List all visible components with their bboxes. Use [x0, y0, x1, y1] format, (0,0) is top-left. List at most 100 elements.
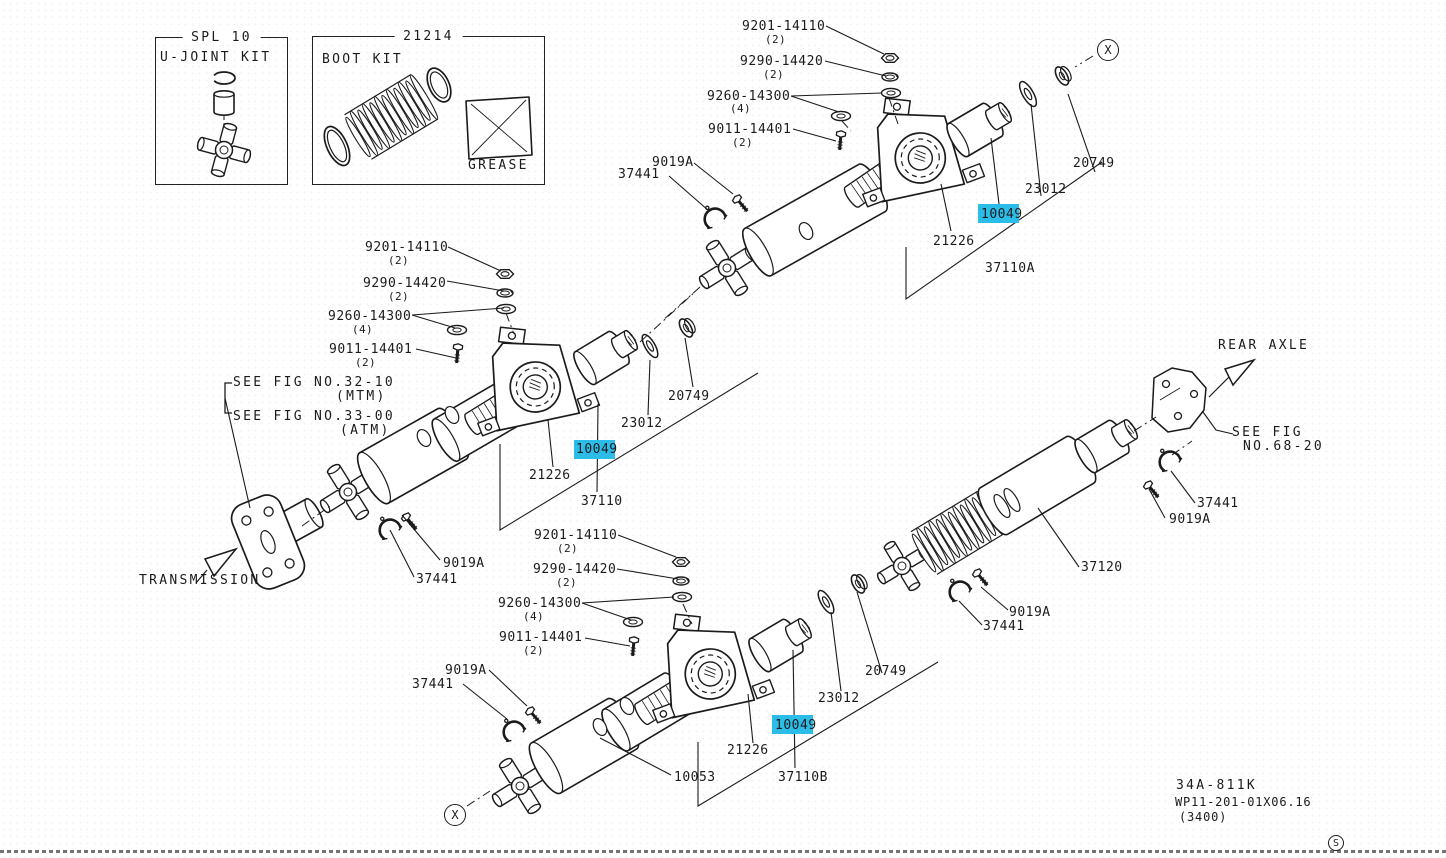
- label-see_fig_32_10-23: SEE FIG NO.32-10: [233, 375, 396, 390]
- label-nut_9201-15: 9201-14110: [365, 240, 449, 255]
- strap-clamp: [378, 516, 403, 541]
- label-washer_9290-37: 9290-14420: [533, 562, 617, 577]
- label-transmission-34: TRANSMISSION: [139, 573, 261, 588]
- label-qty_2-22: (2): [355, 356, 377, 369]
- ujoint-kit-art: [196, 71, 252, 178]
- rear-axle-art: [1151, 367, 1207, 433]
- label-qty_2-1: (2): [765, 33, 787, 46]
- label-washer_9290-2: 9290-14420: [740, 54, 824, 69]
- strap-clamp: [1158, 448, 1183, 473]
- hardware-stacks: [446, 52, 902, 657]
- stamp-s-marker: S: [1328, 835, 1344, 851]
- label-bolt_9019a-8: 9019A: [652, 155, 694, 170]
- label-bolt_9019a-57: 9019A: [1009, 605, 1051, 620]
- assembly-37110: [319, 317, 696, 541]
- label-shaft_37110b-50: 37110B: [778, 770, 828, 785]
- label-yoke_21226-48: 21226: [727, 743, 769, 758]
- bolt: [835, 130, 847, 151]
- label-qty_2-18: (2): [388, 290, 410, 303]
- label-clamp_37441-9: 37441: [618, 167, 660, 182]
- x-reference-marker-top: X: [1097, 39, 1119, 61]
- label-bolt_9019a-32: 9019A: [443, 556, 485, 571]
- label-fig_68_20-53: NO.68-20: [1243, 439, 1325, 454]
- label-see_fig-52: SEE FIG: [1232, 425, 1303, 440]
- label-nut_20749-45: 20749: [865, 664, 907, 679]
- label-clamp_37441-33: 37441: [416, 572, 458, 587]
- bolt: [1142, 480, 1160, 499]
- scan-edge-artifact: [0, 850, 1446, 853]
- label-shaft_37110a-14: 37110A: [985, 261, 1035, 276]
- bolt: [524, 706, 542, 725]
- label-qty_4-5: (4): [730, 102, 752, 115]
- label-see_fig_33_00-25: SEE FIG NO.33-00: [233, 409, 396, 424]
- label-shaft_10053-49: 10053: [674, 770, 716, 785]
- label-washer_23012-11: 23012: [1025, 182, 1067, 197]
- label-grease_label-59: GREASE: [468, 158, 529, 173]
- x-reference-marker-bottom: X: [444, 804, 466, 826]
- highlight-10049-1: [978, 204, 1019, 223]
- leader-lines: [224, 25, 1234, 807]
- label-shaft_37110-31: 37110: [581, 494, 623, 509]
- label-bolt_9011-41: 9011-14401: [499, 630, 583, 645]
- ujoint-kit-box: SPL 10 U-JOINT KIT: [155, 30, 288, 185]
- bolt: [971, 568, 989, 587]
- label-atm-26: (ATM): [340, 423, 391, 438]
- label-washer_9260-4: 9260-14300: [707, 89, 791, 104]
- highlight-10049-0: [574, 440, 615, 459]
- bolt: [731, 194, 749, 213]
- label-sheet_no-61: WP11-201-01X06.16: [1175, 795, 1312, 809]
- label-qty_2-16: (2): [388, 254, 410, 267]
- label-bearing_10049-12: 10049: [981, 207, 1023, 222]
- center-bearing: [477, 326, 601, 437]
- label-nut_9201-35: 9201-14110: [534, 528, 618, 543]
- label-bearing_10049-47: 10049: [775, 718, 817, 733]
- bolt: [628, 636, 640, 657]
- center-lines: [301, 55, 1193, 807]
- label-fig_code-60: 34A-811K: [1176, 778, 1258, 793]
- label-bolt_9019a-55: 9019A: [1169, 512, 1211, 527]
- center-bearing: [652, 613, 776, 724]
- label-qty_2-7: (2): [732, 136, 754, 149]
- direction-arrows: [195, 358, 1257, 584]
- label-clamp_37441-44: 37441: [412, 677, 454, 692]
- transmission-flange-art: [230, 494, 324, 590]
- assembly-37120: [876, 419, 1183, 603]
- boot-kit-art: [323, 67, 533, 167]
- label-qty_4-20: (4): [352, 323, 374, 336]
- label-bearing_10049-29: 10049: [576, 442, 618, 457]
- ujoint-kit-code: SPL 10: [182, 30, 261, 45]
- label-bolt_9019a-43: 9019A: [445, 663, 487, 678]
- label-qty_2-36: (2): [557, 542, 579, 555]
- strap-clamp: [948, 578, 973, 603]
- label-clamp_37441-58: 37441: [983, 619, 1025, 634]
- label-nut_9201-0: 9201-14110: [742, 19, 826, 34]
- label-qty_2-3: (2): [763, 68, 785, 81]
- label-washer_23012-46: 23012: [818, 691, 860, 706]
- label-nut_20749-27: 20749: [668, 389, 710, 404]
- bolt: [400, 512, 418, 531]
- label-qty_2-42: (2): [523, 644, 545, 657]
- boot-kit-code: 21214: [394, 29, 463, 44]
- highlight-10049-2: [772, 715, 813, 734]
- assembly-37110a: [698, 65, 1072, 297]
- label-washer_9260-39: 9260-14300: [498, 596, 582, 611]
- label-mtm-24: (MTM): [336, 389, 387, 404]
- label-yoke_21226-30: 21226: [529, 468, 571, 483]
- label-washer_23012-28: 23012: [621, 416, 663, 431]
- label-variant-62: (3400): [1179, 810, 1228, 824]
- label-qty_2-38: (2): [556, 576, 578, 589]
- center-bearing: [862, 97, 986, 208]
- bolt: [452, 343, 464, 364]
- label-yoke_21226-13: 21226: [933, 234, 975, 249]
- label-washer_9290-17: 9290-14420: [363, 276, 447, 291]
- label-nut_20749-10: 20749: [1073, 156, 1115, 171]
- label-rear_axle-51: REAR AXLE: [1218, 338, 1310, 353]
- assembly-37110b: [491, 573, 868, 815]
- label-bolt_9011-6: 9011-14401: [708, 122, 792, 137]
- boot-kit-box: 21214 BOOT KIT: [312, 29, 545, 185]
- boot-kit-name: BOOT KIT: [322, 52, 404, 67]
- label-bolt_9011-21: 9011-14401: [329, 342, 413, 357]
- label-washer_9260-19: 9260-14300: [328, 309, 412, 324]
